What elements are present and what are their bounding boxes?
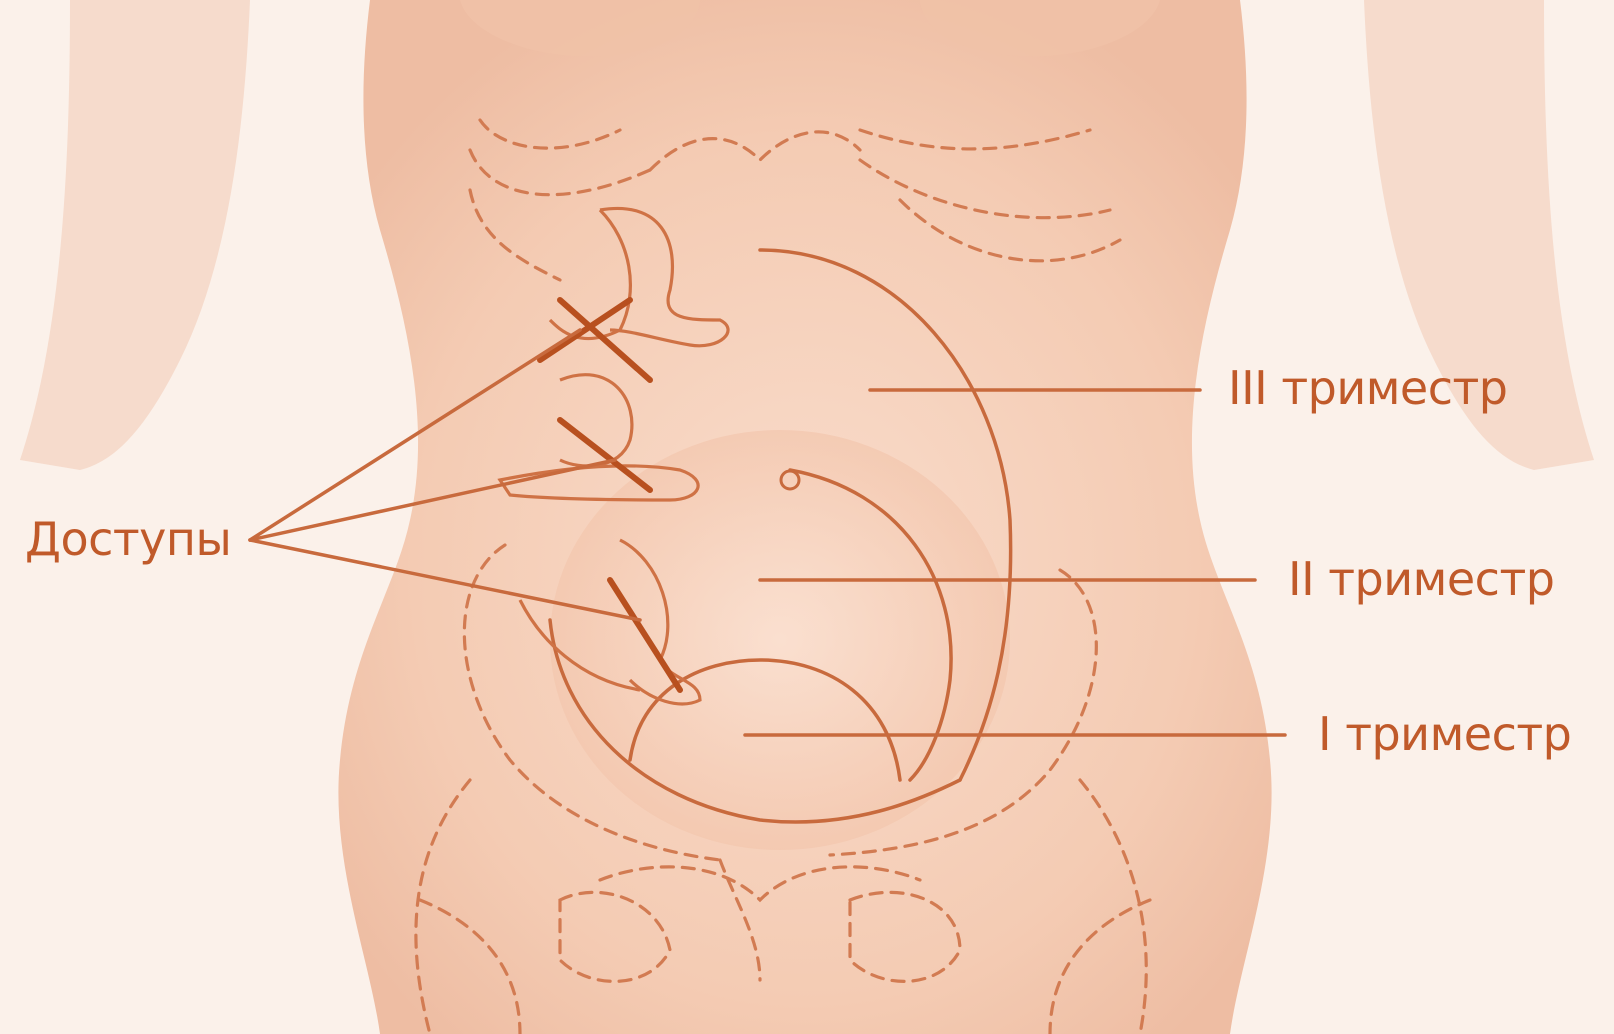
label-access: Доступы: [25, 512, 231, 566]
womb-fill: [550, 430, 1010, 850]
label-trimester-1: I триместр: [1318, 707, 1571, 761]
label-trimester-2: II триместр: [1288, 552, 1554, 606]
left-arm: [20, 0, 250, 470]
label-trimester-3: III триместр: [1228, 361, 1508, 415]
